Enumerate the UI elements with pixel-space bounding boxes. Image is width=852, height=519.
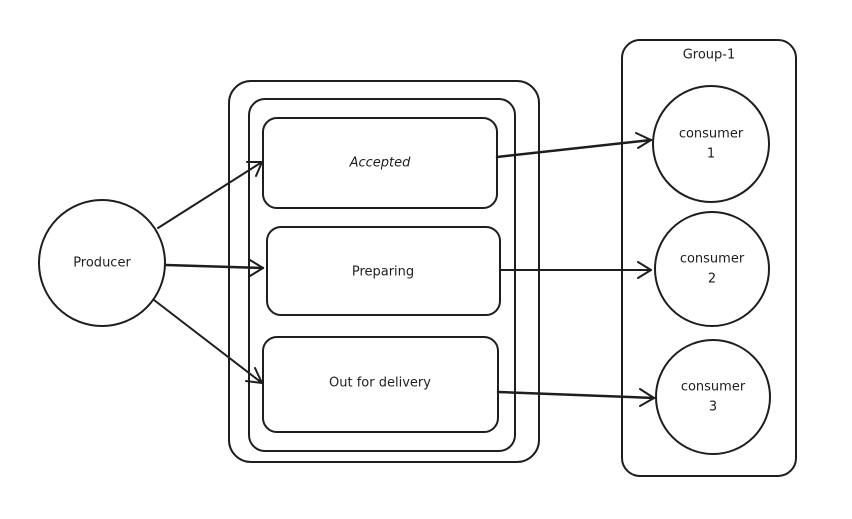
topic-inner-border [248,98,516,452]
arrow-out-for-delivery-to-consumer-3 [496,388,656,407]
consumer-circle-1 [652,85,770,203]
arrow-out-for-delivery-to-consumer-3-line [496,390,656,400]
state-box-accepted-rect [262,117,498,209]
state-label-preparing: Preparing [352,265,414,280]
topic-outer-border [228,80,540,463]
consumer-circle-2 [654,211,770,327]
state-box-accepted: Accepted [262,117,498,209]
arrow-producer-to-accepted [157,161,263,229]
arrow-producer-to-accepted-head [246,161,263,177]
arrow-accepted-to-consumer-1-head [635,132,652,149]
producer-node: Producer [38,199,166,327]
arrow-producer-to-preparing [164,259,265,277]
state-box-preparing: Preparing [266,226,501,316]
state-box-out-for-delivery: Out for delivery [262,336,499,433]
arrow-producer-to-out-for-delivery [153,299,263,384]
arrow-producer-to-preparing-line [164,263,265,270]
arrow-producer-to-out-for-delivery-head [245,367,263,384]
consumer-circle-3 [655,339,771,455]
consumer-3-line1: consumer [681,380,746,395]
consumer-group-border [621,39,797,477]
arrow-accepted-to-consumer-1 [495,132,653,159]
state-label-out-for-delivery: Out for delivery [329,376,431,391]
arrow-preparing-to-consumer-2 [499,261,652,279]
consumer-3-line2: 3 [709,400,717,415]
consumer-2-line2: 2 [708,272,716,287]
consumer-node-1: consumer 1 [652,85,770,203]
arrow-preparing-to-consumer-2-head [637,261,652,279]
state-box-out-for-delivery-rect [262,336,499,433]
consumer-group: Group-1 consumer 1 consumer 2 consumer 3 [621,39,797,477]
arrow-producer-to-accepted-line [157,161,263,229]
state-label-accepted: Accepted [349,156,412,171]
consumer-node-2: consumer 2 [654,211,770,327]
arrow-accepted-to-consumer-1-line [495,138,653,159]
arrow-producer-to-out-for-delivery-line [153,299,263,384]
consumer-node-3: consumer 3 [655,339,771,455]
consumer-1-line1: consumer [679,127,744,142]
topic-container: Accepted Preparing Out for delivery [228,80,540,463]
producer-label: Producer [73,256,131,271]
consumer-2-line1: consumer [680,252,745,267]
consumer-group-label: Group-1 [683,48,736,63]
consumer-1-line2: 1 [707,147,715,162]
producer-circle [38,199,166,327]
arrow-producer-to-preparing-head [249,259,264,277]
arrow-out-for-delivery-to-consumer-3-head [639,388,655,407]
